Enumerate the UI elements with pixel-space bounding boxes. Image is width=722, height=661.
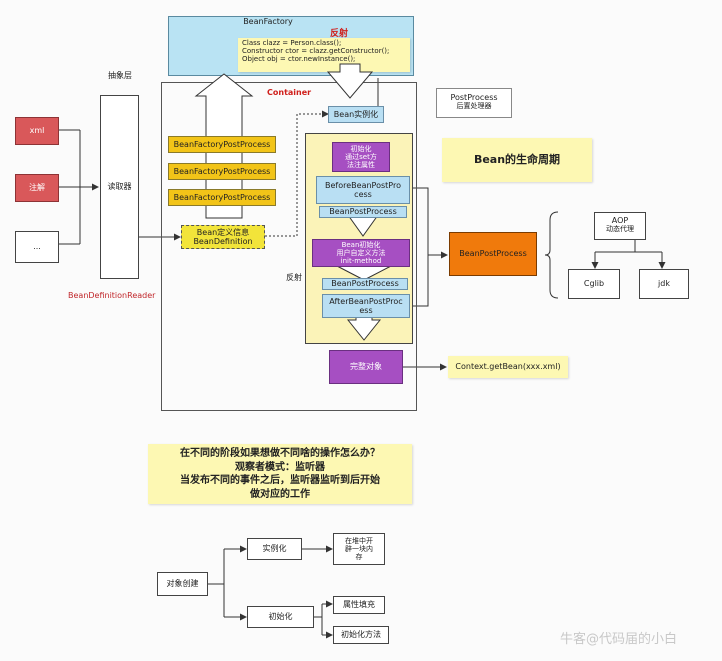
bean-factory-title: BeanFactory (243, 17, 293, 26)
lifecycle-title-note: Bean的生命周期 (442, 138, 592, 182)
init-set-attr-box: 初始化 通过set方 法注属性 (332, 142, 390, 172)
question-line-2: 观察者模式：监听器 (235, 461, 325, 473)
post-process-box: PostProcess 后置处理器 (436, 88, 512, 118)
get-bean-note: Context.getBean(xxx.xml) (448, 356, 568, 378)
tree-attr-fill-box: 属性填充 (333, 596, 385, 614)
post-process-title: PostProcess (450, 93, 498, 102)
question-line-4: 做对应的工作 (250, 488, 310, 500)
tree-root-box: 对象创建 (157, 572, 208, 596)
reader-box: 读取器 (100, 95, 139, 279)
post-process-subtitle: 后置处理器 (456, 101, 492, 110)
reader-caption: BeanDefinitionReader (68, 291, 156, 300)
tree-instantiate-box: 实例化 (247, 538, 302, 560)
jdk-box: jdk (639, 269, 689, 299)
abstract-layer-label: 抽象层 (108, 71, 132, 80)
code-line-1: Class clazz = Person.class(); (242, 39, 342, 47)
container-title: Container (267, 88, 312, 97)
bean-factory-post-process-1: BeanFactoryPostProcess (168, 136, 276, 153)
bean-instantiate-box: Bean实例化 (328, 106, 384, 123)
input-other: ... (15, 231, 59, 263)
cglib-box: Cglib (568, 269, 620, 299)
bean-factory-post-process-3: BeanFactoryPostProcess (168, 189, 276, 206)
code-line-3: Object obj = ctor.newInstance(); (242, 55, 356, 63)
bean-factory-reflect-label: 反射 (330, 29, 349, 39)
input-xml: xml (15, 117, 59, 145)
bean-definition-box: Bean定义信息 BeanDefinition (181, 225, 265, 249)
question-note: 在不同的阶段如果想做不同啥的操作怎么办？ 观察者模式：监听器 当发布不同的事件之… (148, 444, 412, 504)
bean-post-process-1: BeanPostProcess (319, 206, 407, 218)
question-line-1: 在不同的阶段如果想做不同啥的操作怎么办？ (180, 448, 380, 459)
bean-factory-post-process-2: BeanFactoryPostProcess (168, 163, 276, 180)
aop-box: AOP 动态代理 (594, 212, 646, 240)
container-box (161, 82, 417, 411)
code-line-2: Constructor ctor = clazz.getConstructor(… (242, 47, 390, 55)
aop-title: AOP (611, 216, 629, 225)
complete-object-box: 完整对象 (329, 350, 403, 384)
container-reflect-label: 反射 (286, 273, 302, 282)
question-line-3: 当发布不同的事件之后，监听器监听到后开始 (180, 475, 380, 486)
input-annotation: 注解 (15, 174, 59, 202)
tree-init-method-box: 初始化方法 (333, 626, 389, 644)
bean-post-process-2: BeanPostProcess (322, 278, 408, 290)
custom-init-method-box: Bean初始化 用户自定义方法 init-method (312, 239, 410, 267)
reflection-code-note: Class clazz = Person.class(); Constructo… (238, 38, 410, 72)
tree-init-box: 初始化 (247, 606, 314, 628)
tree-heap-box: 在堆中开 辟一块内 存 (333, 533, 385, 565)
aop-subtitle: 动态代理 (606, 224, 634, 233)
bean-post-process-orange: BeanPostProcess (449, 232, 537, 276)
watermark: 牛客@代码届的小白 (560, 632, 678, 647)
